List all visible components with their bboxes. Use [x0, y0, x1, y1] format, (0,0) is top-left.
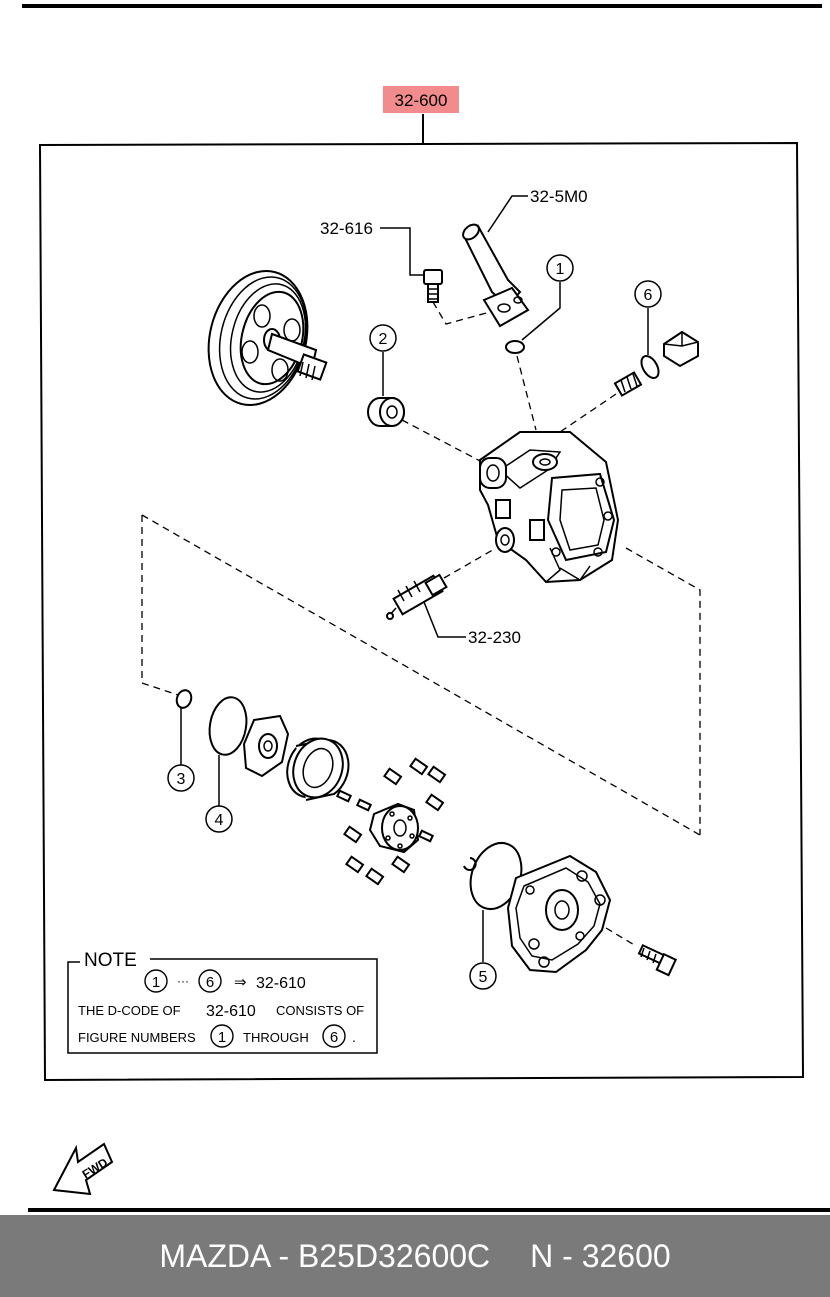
- valve-path: [443, 547, 497, 579]
- footer-group-number: N - 32600: [530, 1237, 671, 1274]
- leader-1: [521, 282, 561, 341]
- o-ring-6[interactable]: [638, 353, 662, 381]
- pump-shaft: [266, 332, 328, 381]
- figure-number-5: 5: [469, 962, 497, 990]
- main-part-highlight: [383, 86, 459, 113]
- rotor[interactable]: [368, 802, 435, 854]
- svg-text:6: 6: [644, 287, 653, 304]
- cover-bolt[interactable]: [637, 943, 678, 977]
- note-line2-code: 32-610: [206, 1003, 256, 1020]
- fwd-arrow-icon: FWD: [52, 1142, 114, 1196]
- vanes: [343, 757, 447, 886]
- callout-32616[interactable]: 32-616: [320, 219, 373, 238]
- rear-cover[interactable]: [506, 854, 612, 974]
- pulley[interactable]: [195, 260, 321, 415]
- figure-number-4: 4: [205, 805, 233, 833]
- figure-number-2: 2: [369, 324, 397, 352]
- note-line2-a: THE D-CODE OF: [78, 1003, 181, 1018]
- bolt-32-616[interactable]: [423, 269, 443, 303]
- figure-number-3: 3: [167, 764, 195, 792]
- footer-part-number: MAZDA - B25D32600C: [159, 1237, 491, 1274]
- parts-diagram: 32-600 32-5M0 32-616: [22, 4, 830, 1212]
- svg-text:1: 1: [556, 261, 565, 278]
- note-range-sep: ···: [177, 974, 189, 988]
- note-line3-end: .: [352, 1029, 356, 1045]
- footer-bar: MAZDA - B25D32600C N - 32600: [0, 1215, 830, 1297]
- svg-text:5: 5: [479, 969, 488, 986]
- note-kit-code: 32-610: [256, 975, 306, 992]
- assembly-guide: [141, 515, 179, 696]
- main-part-label[interactable]: 32-600: [395, 91, 448, 110]
- note-box: NOTE 1 ··· 6 ⇒ 32-610 THE D-CODE OF 32-6…: [67, 950, 378, 1054]
- figure-number-1: 1: [546, 254, 574, 282]
- spring[interactable]: [613, 371, 643, 397]
- note-line3-n2: 6: [330, 1029, 338, 1046]
- suction-pipe[interactable]: [460, 222, 530, 328]
- note-range-start: 1: [152, 974, 160, 991]
- side-plate[interactable]: [242, 714, 290, 778]
- callout-leader-32616: [380, 227, 424, 276]
- bushing-2[interactable]: [367, 397, 405, 427]
- o-ring-1[interactable]: [505, 340, 525, 354]
- dowel-pins: [335, 789, 373, 812]
- top-rule: [22, 4, 822, 8]
- note-line3-n1: 1: [218, 1029, 226, 1046]
- assembly-guide-diagonal: [141, 514, 701, 836]
- note-arrow: ⇒: [234, 974, 247, 991]
- cam-ring[interactable]: [279, 732, 351, 805]
- cover-bolt-path: [605, 927, 637, 947]
- o-ring-4[interactable]: [205, 694, 251, 757]
- note-line2-b: CONSISTS OF: [276, 1003, 364, 1018]
- bottom-rule: [28, 1208, 830, 1212]
- svg-text:3: 3: [177, 771, 186, 788]
- svg-text:4: 4: [215, 812, 224, 829]
- control-valve-32-230[interactable]: [386, 573, 448, 620]
- spring-path: [559, 393, 617, 433]
- callout-leader-32230: [423, 601, 466, 638]
- note-line3-mid: THROUGH: [243, 1030, 309, 1045]
- assembly-guide-right: [625, 547, 701, 835]
- note-line3-a: FIGURE NUMBERS: [78, 1030, 196, 1045]
- pump-body[interactable]: [479, 431, 620, 584]
- diagram-frame: [38, 141, 805, 1082]
- bushing-path: [401, 419, 483, 463]
- note-title: NOTE: [84, 950, 137, 971]
- svg-text:2: 2: [379, 331, 388, 348]
- callout-32230[interactable]: 32-230: [468, 628, 521, 647]
- note-range-end: 6: [206, 974, 214, 991]
- oring1-path: [516, 355, 537, 431]
- plug[interactable]: [663, 330, 699, 368]
- bolt-path: [432, 301, 491, 325]
- figure-number-6: 6: [634, 280, 662, 308]
- o-ring-3[interactable]: [174, 688, 193, 710]
- callout-325m0[interactable]: 32-5M0: [530, 187, 588, 206]
- callout-leader-325m0: [487, 195, 528, 233]
